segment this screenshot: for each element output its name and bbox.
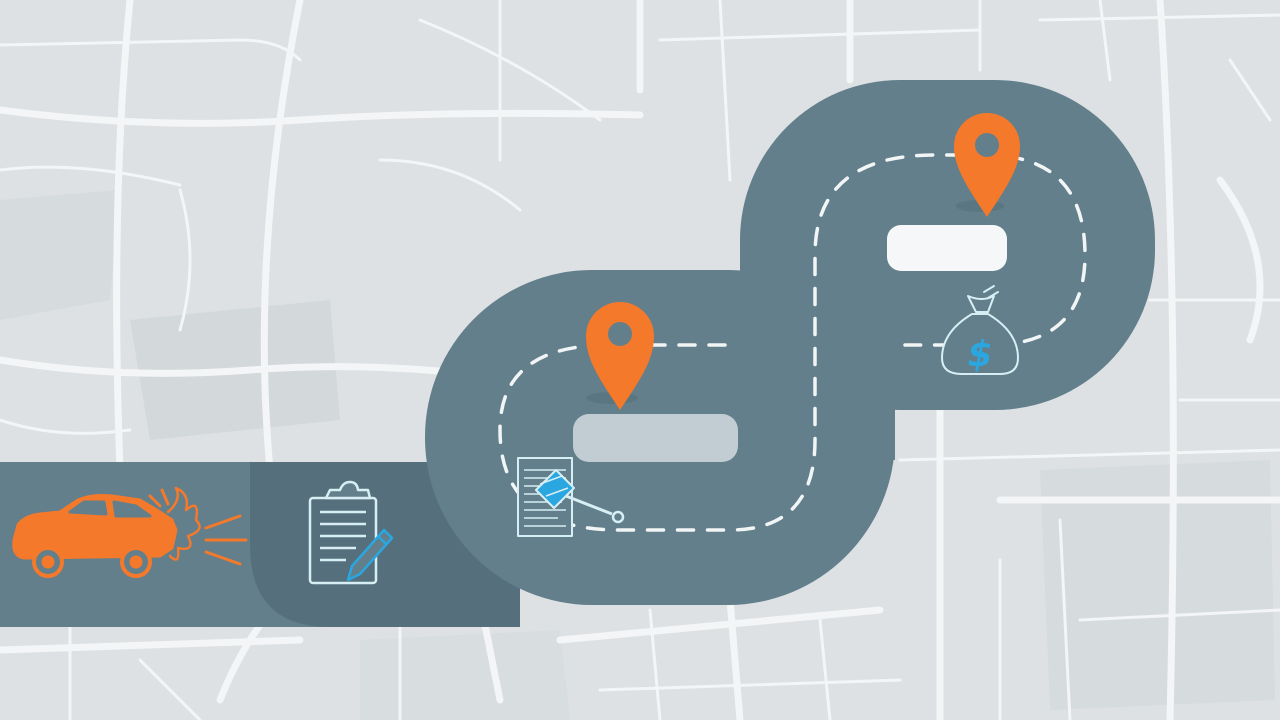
gavel-document-icon [517,457,625,537]
stage-4-label-placeholder [887,225,1007,271]
money-bag-icon: $ [941,285,1019,375]
clipboard-icon [308,480,394,585]
stage-3-label-placeholder [573,414,738,462]
location-pin-icon [954,113,1020,217]
car-crash-icon [12,486,248,578]
location-pin-icon [586,302,654,410]
money-bag-dollar-sign: $ [967,334,992,375]
